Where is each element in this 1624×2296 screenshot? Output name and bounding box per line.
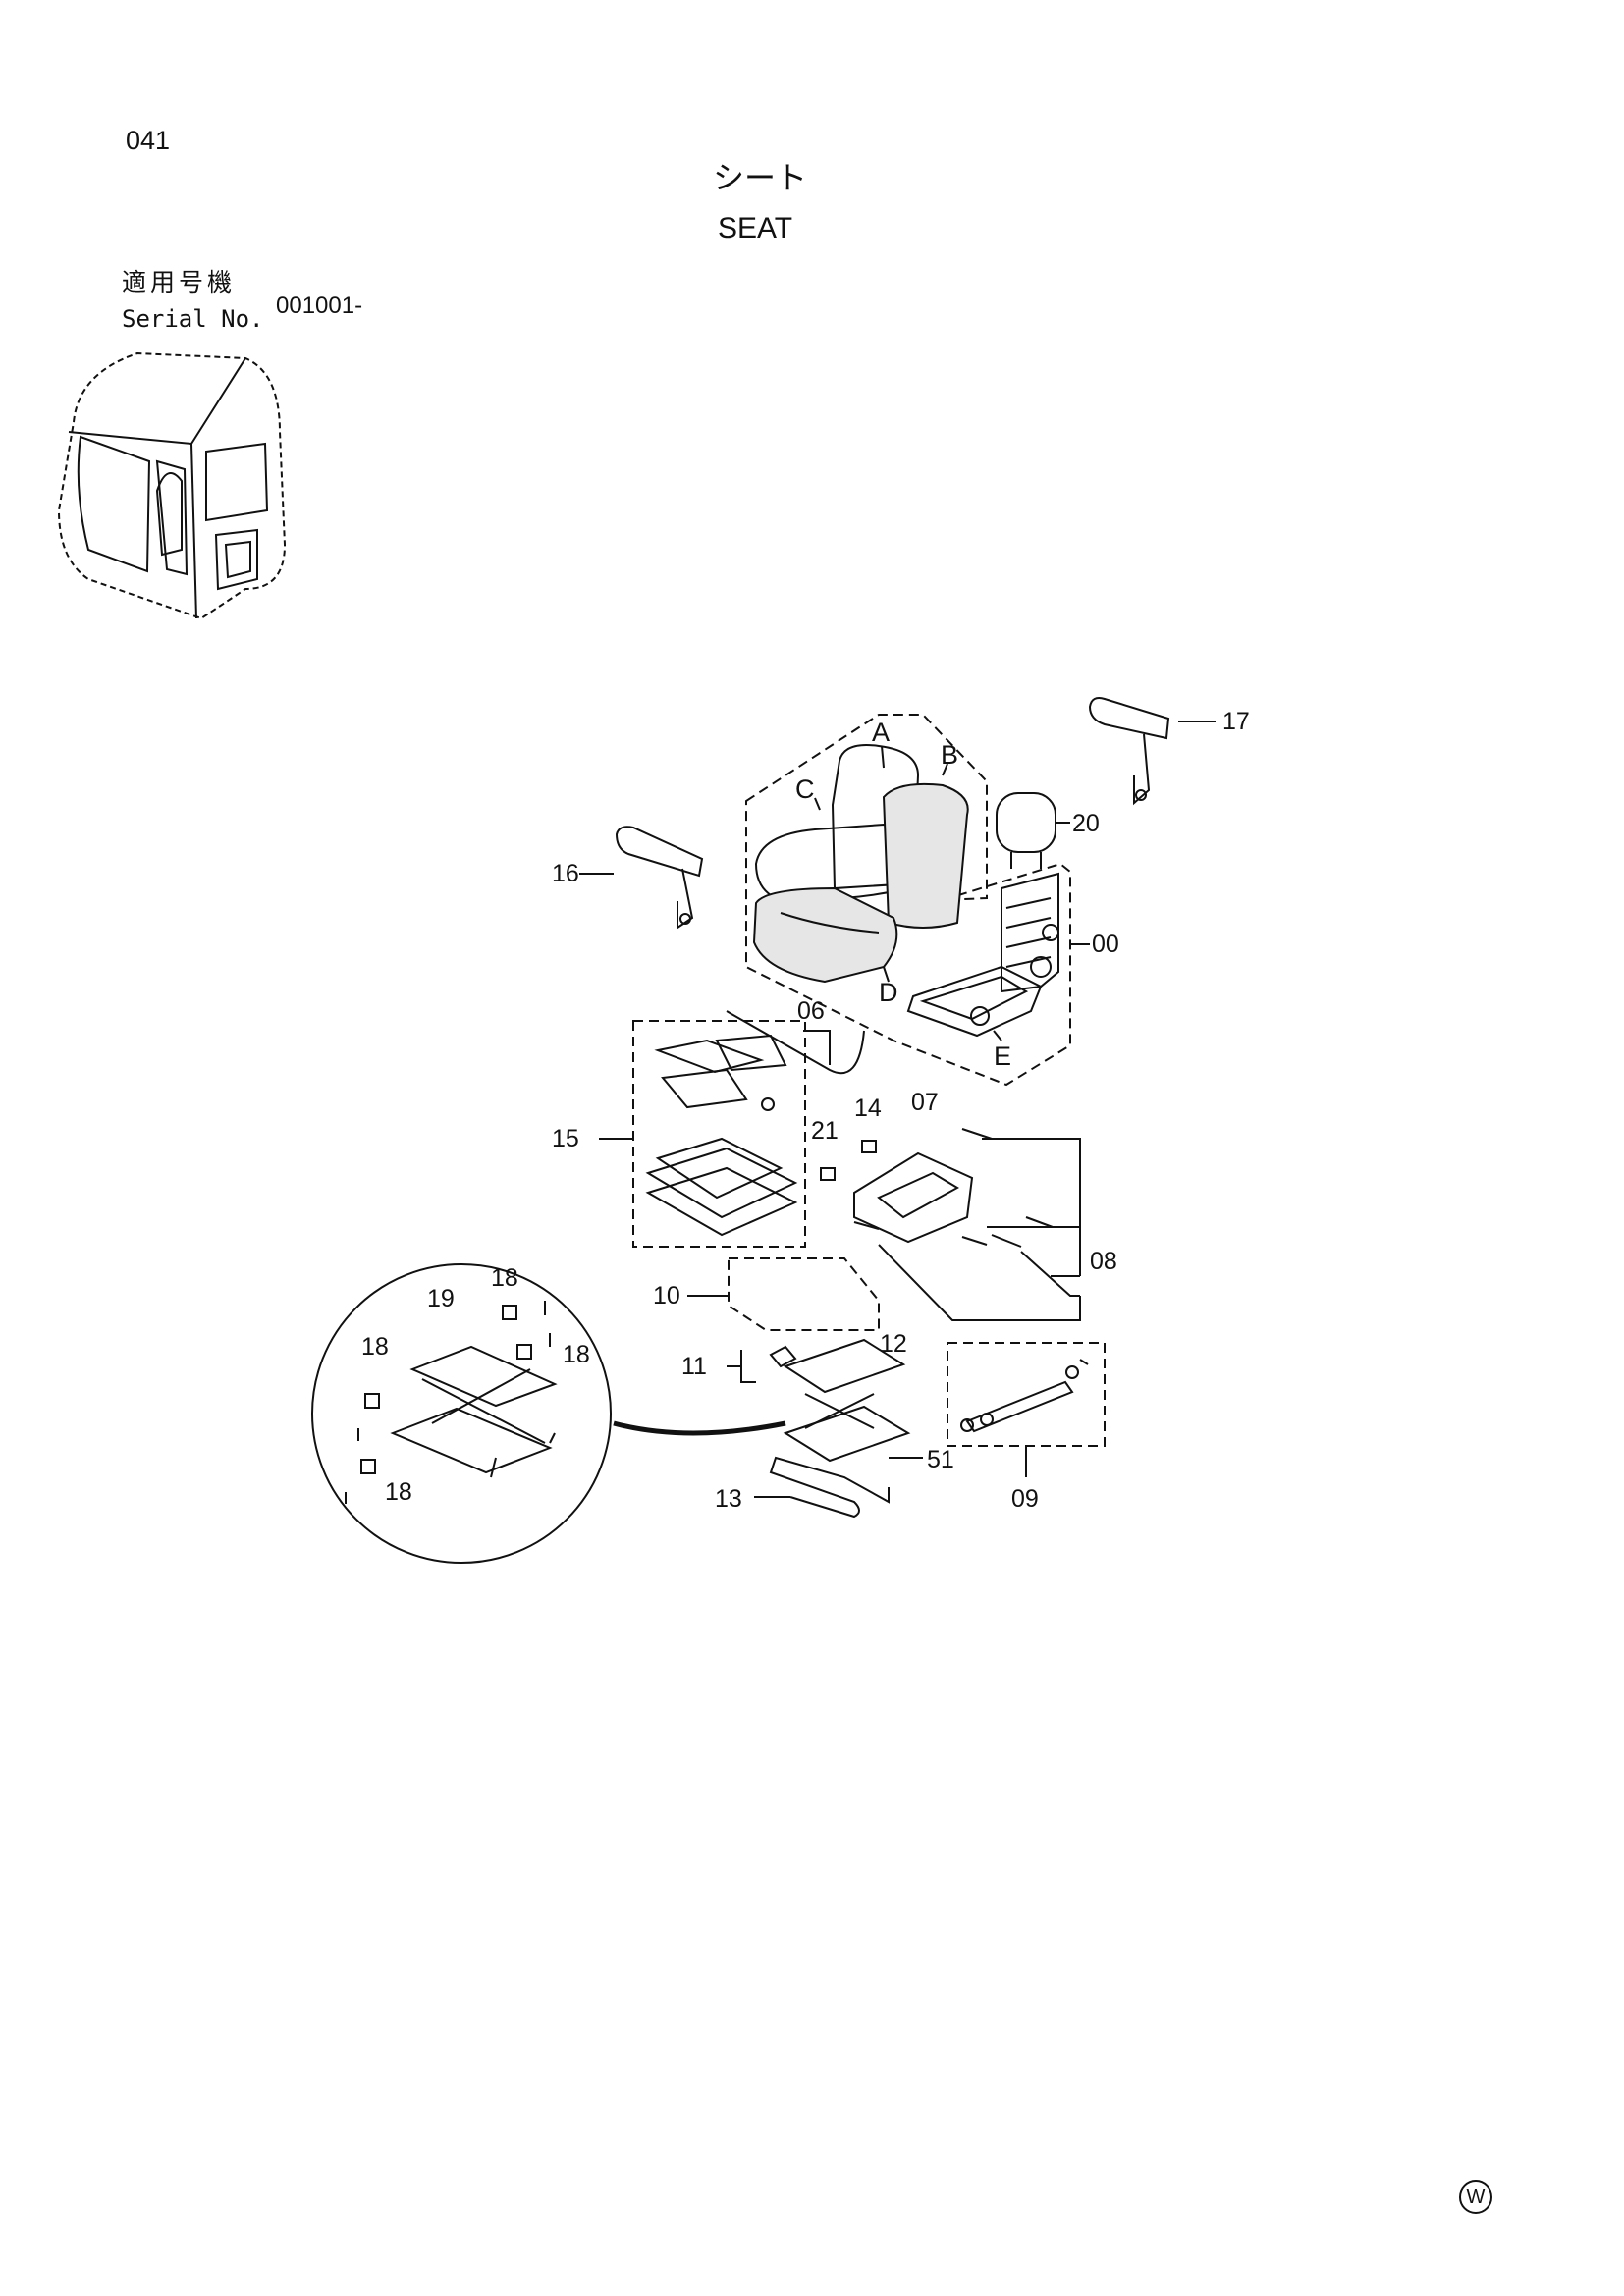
- serial-label: Serial No.: [122, 305, 264, 333]
- callout-11: 11: [681, 1353, 707, 1380]
- callout-10: 10: [653, 1282, 680, 1309]
- subpart-label-b: B: [941, 740, 958, 770]
- seat-rail-boundary: [632, 1020, 806, 1248]
- callout-00: 00: [1092, 931, 1119, 958]
- callout-18-top: 18: [491, 1264, 518, 1292]
- subpart-label-c: C: [795, 774, 815, 804]
- page-title-japanese: シート: [713, 159, 808, 196]
- detail-view-circle: [311, 1263, 612, 1564]
- bushings-part: [345, 1301, 551, 1504]
- cab-thumbnail-icon: [57, 351, 287, 620]
- callout-08: 08: [1090, 1248, 1117, 1275]
- pad-21-part: [820, 1167, 836, 1181]
- callout-15: 15: [552, 1125, 579, 1152]
- callout-18-bottom: 18: [385, 1478, 412, 1506]
- callout-13: 13: [715, 1485, 742, 1513]
- callout-06: 06: [797, 997, 825, 1025]
- page-number: 041: [126, 126, 171, 155]
- assembly-boundaries: [632, 714, 1106, 1447]
- leader-lines: [579, 721, 1216, 1498]
- callout-labels: 17 20 16 00 06 14 07 21 15 08 10 11 12 5…: [361, 708, 1250, 1513]
- subpart-label-e: E: [994, 1041, 1011, 1071]
- callout-19: 19: [427, 1285, 455, 1312]
- scissor-mechanism-part: [390, 1345, 558, 1478]
- subpart-label-d: D: [879, 978, 898, 1007]
- callout-07: 07: [911, 1089, 939, 1116]
- damper-kit-boundary: [947, 1342, 1106, 1447]
- serial-label-japanese: 適用号機: [122, 268, 237, 296]
- suspension-part: [769, 1338, 911, 1463]
- lever-kit-boundary: [728, 1257, 880, 1331]
- left-armrest-part: [615, 826, 704, 930]
- callout-12: 12: [880, 1330, 907, 1358]
- seat-assembly-boundary: [745, 714, 1071, 1087]
- seat-frame-part: [906, 872, 1059, 1038]
- bracket-part: [853, 1151, 974, 1244]
- height-lever-part: [769, 1456, 890, 1519]
- callout-18-right: 18: [563, 1341, 590, 1368]
- seat-rails-part: [645, 1034, 798, 1237]
- bolts-part: [853, 1128, 1054, 1248]
- headrest-part: [996, 792, 1056, 869]
- seat-cushion-part: [752, 744, 969, 984]
- callout-21: 21: [811, 1117, 839, 1145]
- callout-18-left: 18: [361, 1333, 389, 1361]
- detail-link-line: [613, 1420, 786, 1436]
- callout-20: 20: [1072, 810, 1100, 837]
- callout-09: 09: [1011, 1485, 1039, 1513]
- subpart-label-a: A: [872, 718, 890, 747]
- lever-cable-part: [726, 1010, 865, 1075]
- callout-16: 16: [552, 860, 579, 887]
- callout-14: 14: [854, 1095, 882, 1122]
- pad-14-part: [861, 1140, 877, 1153]
- callout-17: 17: [1222, 708, 1250, 735]
- serial-number-value: 001001-: [276, 293, 363, 319]
- page-title: SEAT: [718, 212, 793, 244]
- right-armrest-part: [1088, 697, 1170, 806]
- damper-part: [960, 1359, 1089, 1433]
- callout-51: 51: [927, 1446, 954, 1473]
- maker-mark-icon: W: [1459, 2180, 1492, 2214]
